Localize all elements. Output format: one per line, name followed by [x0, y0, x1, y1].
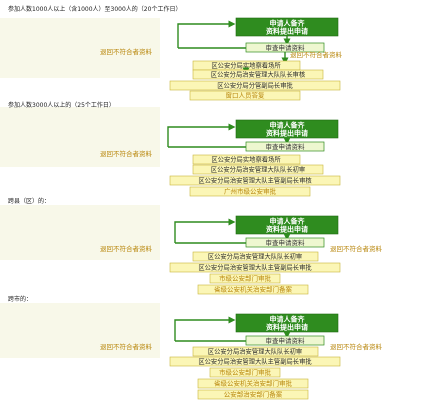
step-city-approve-box	[209, 367, 281, 378]
step-inspect-text: 区公安分局实地察看场所	[211, 61, 281, 70]
side-label-reject-1b: 退回不符合者资料	[290, 50, 343, 59]
step-ministry-file-box	[197, 389, 309, 400]
side-label-reject-1: 退回不符合者资料	[100, 47, 153, 56]
background-band-4	[0, 303, 160, 358]
section-title-3: 跨县（区）的：	[8, 198, 51, 205]
step-deputy-approve-text: 区公安分局治安管理大队主管副局长审批	[198, 357, 312, 366]
side-label-reject-3b: 退回不符合者资料	[330, 244, 383, 253]
step-apply-line2: 资料提出申请	[266, 225, 308, 234]
step-apply-line1: 申请人备齐	[270, 217, 306, 226]
step-apply-line2: 资料提出申请	[266, 323, 308, 332]
step-captain-initial-box	[192, 346, 319, 357]
section-title-2: 参加人数3000人以上的（25个工作日）	[8, 102, 115, 109]
step-province-file-text: 省级公安机关治安部门备案	[214, 285, 293, 294]
side-label-reject-2: 退回不符合者资料	[100, 149, 153, 158]
step-province-approve-box	[197, 378, 309, 389]
step-reply-text: 窗口人员答复	[226, 91, 266, 100]
step-reply-box	[189, 90, 301, 101]
step-city-approve-text: 市级公安部门审批	[219, 368, 272, 377]
step-deputy-approve-text: 区公安分局分管副局长审批	[217, 81, 293, 90]
step-inspect-text: 区公安分局实地察看场所	[211, 155, 281, 164]
side-label-reject-3: 退回不符合者资料	[100, 244, 153, 253]
flow-section-4: 申请人备齐 资料提出申请 审查申请资料 退回不符合者资料 退回不符合者资料 区公…	[100, 313, 383, 400]
step-review-text: 审查申请资料	[266, 336, 306, 345]
step-apply-line2: 资料提出申请	[266, 129, 308, 138]
step-inspect-box	[192, 154, 301, 165]
step-apply-line1: 申请人备齐	[270, 315, 306, 324]
step-review-text: 审查申请资料	[266, 43, 306, 52]
step-captain-initial-box	[192, 251, 319, 262]
step-province-approve-text: 省级公安机关治安部门审批	[214, 379, 293, 388]
step-deputy-approve-box	[169, 262, 341, 273]
background-band-2	[0, 107, 160, 167]
section-title-1: 参加人数1000人以上（含1000人）至3000人的（20个工作日）	[8, 6, 182, 13]
step-deputy-review-text: 区公安分局治安管理大队主管副局长审核	[198, 176, 312, 185]
step-captain-review-box	[192, 164, 324, 175]
step-city-approve-box	[209, 273, 281, 284]
step-apply-line1: 申请人备齐	[270, 121, 306, 130]
step-city-approve-text: 市级公安部门审批	[219, 274, 272, 283]
flow-section-3: 申请人备齐 资料提出申请 审查申请资料 退回不符合者资料 退回不符合者资料 区公…	[100, 215, 383, 295]
step-deputy-approve-text: 区公安分局治安管理大队主管副局长审批	[198, 263, 312, 272]
step-captain-review-box	[192, 69, 324, 80]
step-captain-initial-text: 区公安分局治安管理大队队长初审	[208, 252, 302, 261]
step-deputy-approve-box	[169, 356, 341, 367]
step-deputy-approve-box	[169, 80, 341, 91]
flow-section-1: 申请人备齐 资料提出申请 审查申请资料 退回不符合者资料 退回不符合者资料 区公…	[100, 17, 343, 101]
side-label-reject-4: 退回不符合者资料	[100, 342, 153, 351]
side-label-reject-4b: 退回不符合者资料	[330, 342, 383, 351]
section-title-4: 跨市的：	[8, 296, 33, 303]
background-band-3	[0, 205, 160, 260]
step-apply-line2: 资料提出申请	[266, 27, 308, 36]
step-captain-review-text: 区公安分局治安管理大队队长审核	[211, 70, 306, 79]
flow-section-2: 申请人备齐 资料提出申请 审查申请资料 退回不符合者资料 区公安分局实地察看场所…	[100, 119, 341, 197]
step-captain-initial-text: 区公安分局治安管理大队队长初审	[208, 347, 302, 356]
step-city-approve-box	[189, 186, 311, 197]
step-deputy-review-box	[169, 175, 341, 186]
step-city-approve-text: 广州市级公安审批	[224, 187, 277, 196]
step-review-text: 审查申请资料	[266, 238, 306, 247]
step-apply-line1: 申请人备齐	[270, 19, 306, 28]
step-captain-review-text: 区公安分局治安管理大队队长初审	[211, 165, 305, 174]
step-review-text: 审查申请资料	[266, 142, 306, 151]
step-ministry-file-text: 公安部治安部门备案	[224, 390, 283, 399]
background-band-1	[0, 18, 160, 78]
step-province-file-box	[197, 284, 309, 295]
